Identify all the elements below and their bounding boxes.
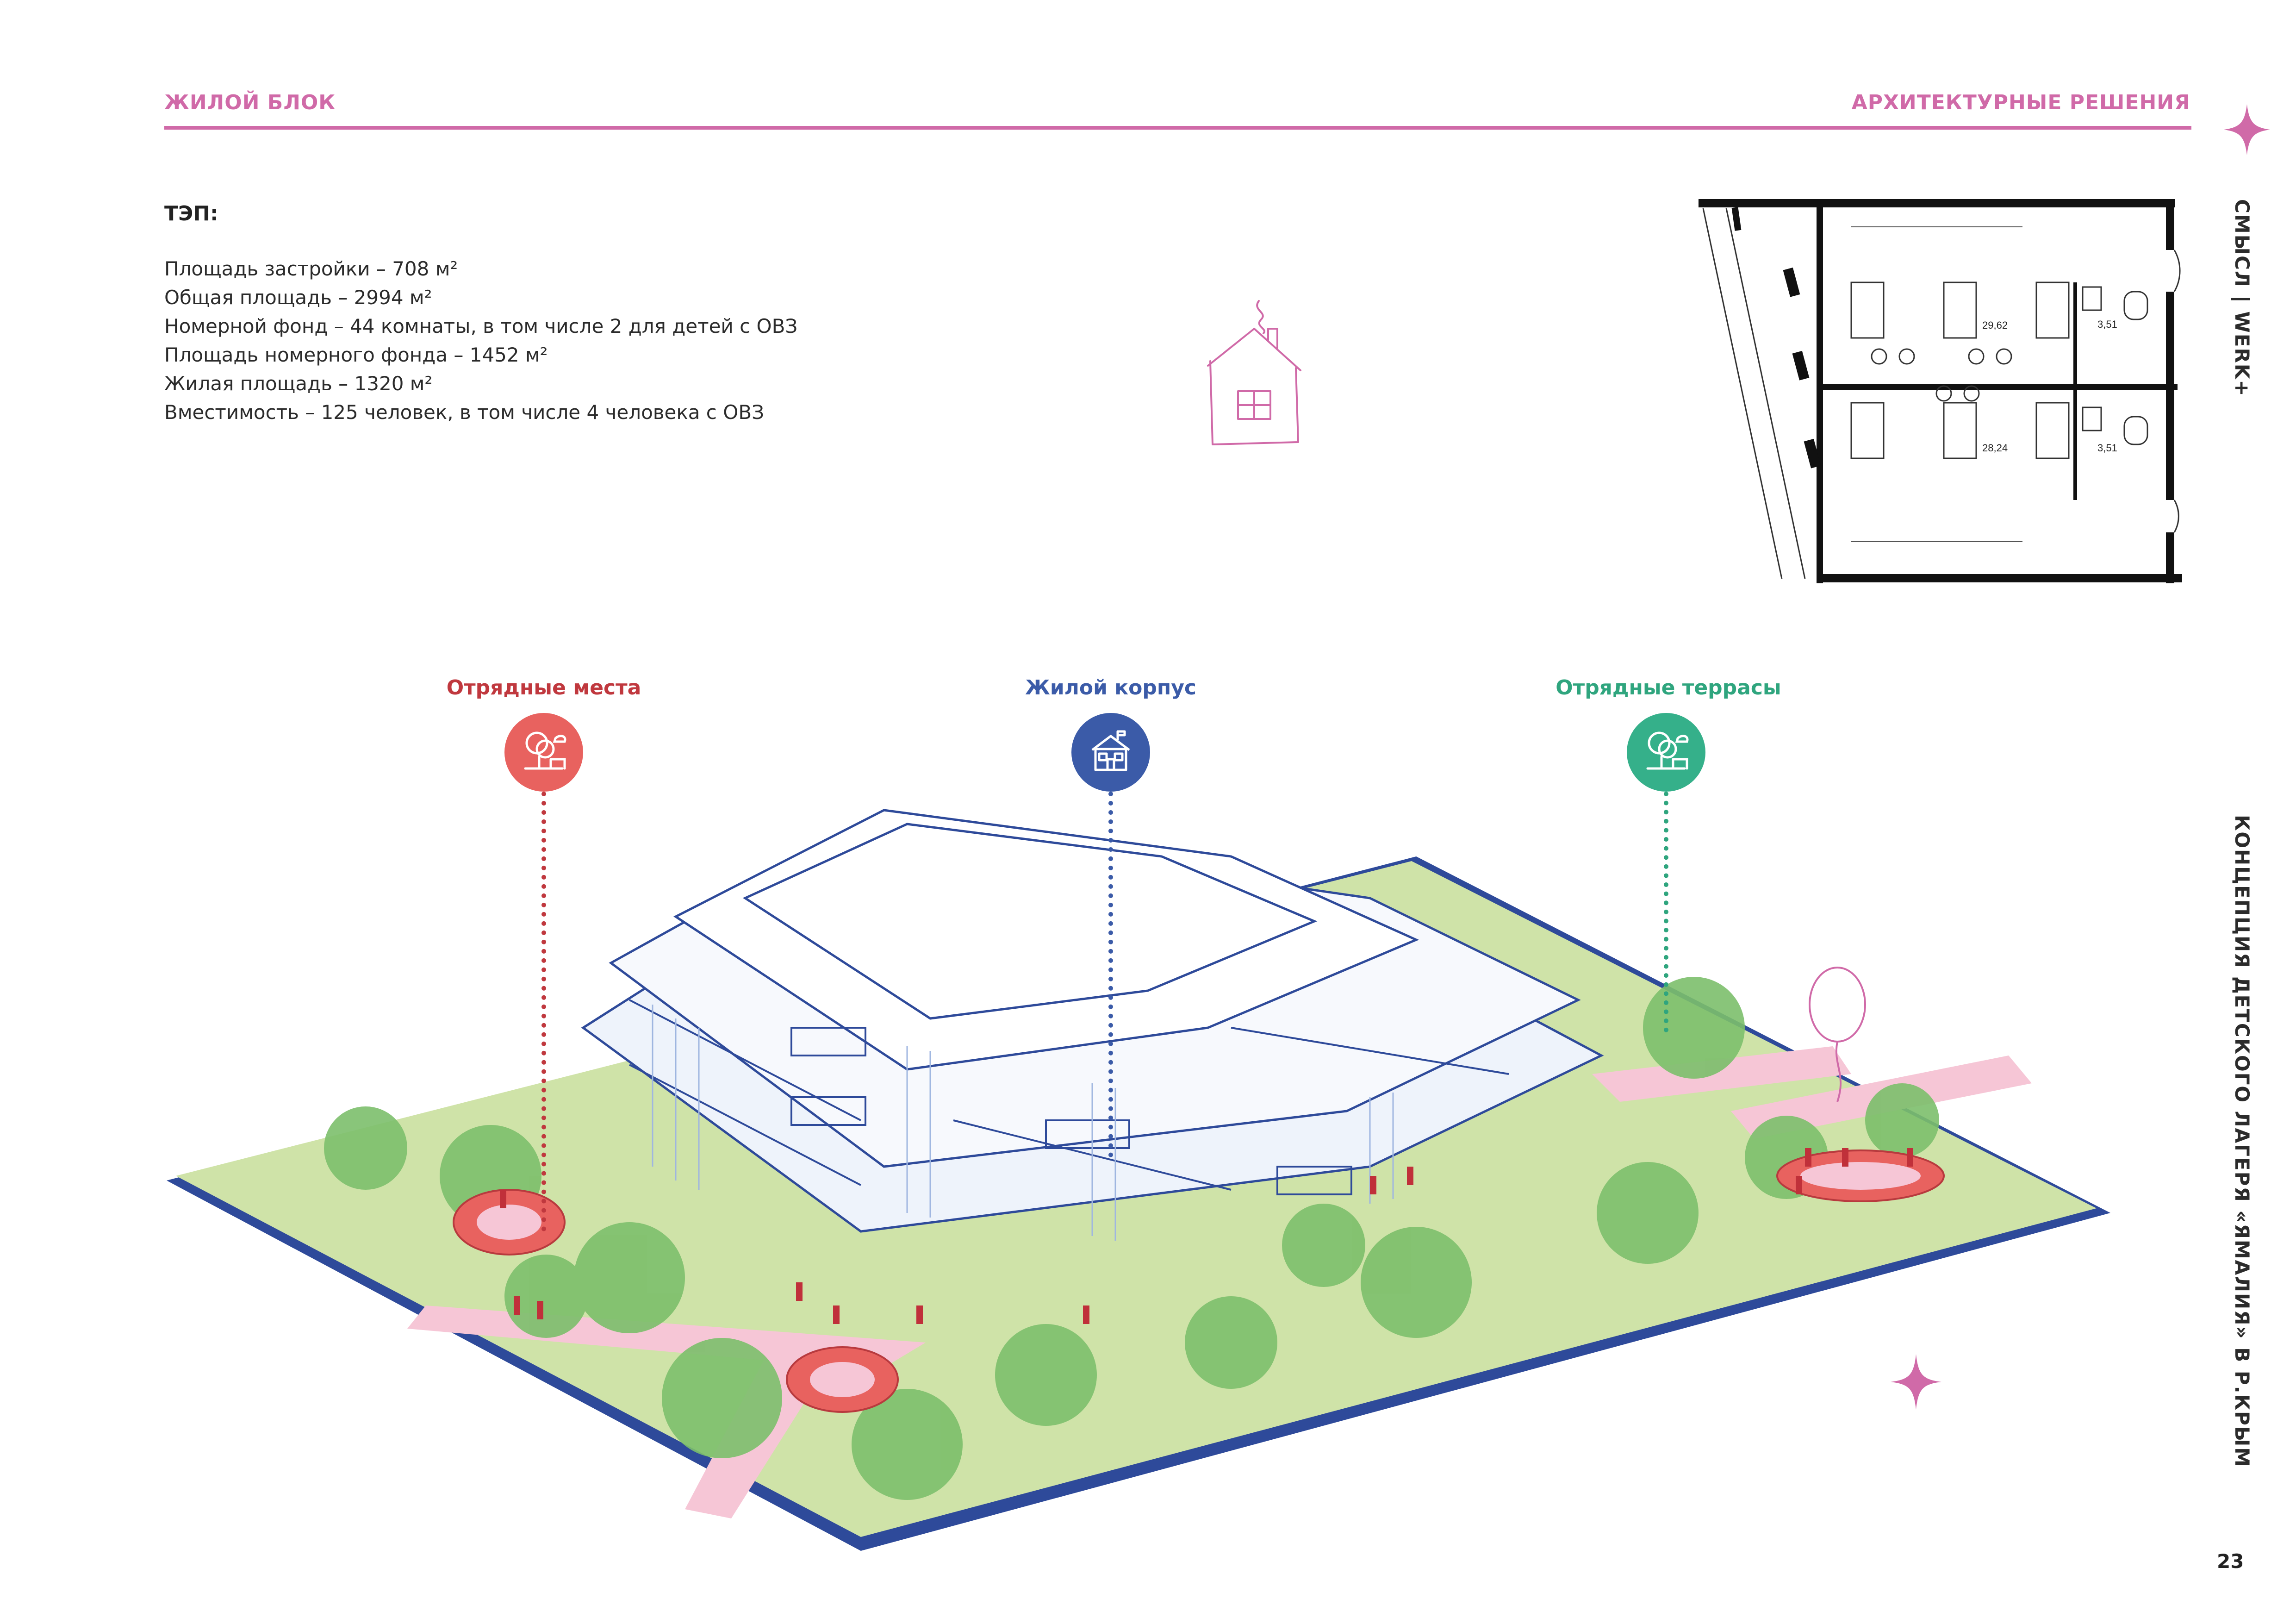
house-icon [1091,730,1130,771]
page-number: 23 [2217,1550,2244,1573]
callout-circle-residential [1071,713,1150,792]
bathroom-area-label: 3,51 [2097,442,2117,454]
sparkle-star-icon [2224,104,2270,155]
house-doodle-icon [1207,300,1301,445]
chapter-title: АРХИТЕКТУРНЫЕ РЕШЕНИЯ [1851,91,2190,114]
callout-circle-squad-places [504,713,583,792]
bathroom-area-label: 3,51 [2097,319,2117,330]
callout-circle-squad-terraces [1627,713,1705,792]
callout-label-squad-terraces: Отрядные террасы [1556,676,1781,700]
concept-vertical: КОНЦЕПЦИЯ ДЕТСКОГО ЛАГЕРЯ «ЯМАЛИЯ» В Р.К… [2231,815,2253,1468]
axonometric-illustration [167,809,2110,1551]
tep-line: Общая площадь – 2994 м² [164,286,432,309]
tep-title: ТЭП: [164,202,218,225]
floor-plan [1699,199,2182,583]
tep-line: Номерной фонд – 44 комнаты, в том числе … [164,315,798,337]
callout-leader-residential [1108,792,1113,1157]
park-tree-bench-icon [524,731,566,770]
callout-label-residential: Жилой корпус [1025,676,1197,700]
tep-line: Вместимость – 125 человек, в том числе 4… [164,401,765,424]
tep-line: Площадь номерного фонда – 1452 м² [164,344,548,366]
tep-line: Жилая площадь – 1320 м² [164,372,433,395]
callout-leader-squad-places [541,792,546,1231]
header-divider [164,126,2191,130]
callout-leader-squad-terraces [1664,792,1668,1032]
section-title: ЖИЛОЙ БЛОК [164,91,336,114]
tep-list: Площадь застройки – 708 м² Общая площадь… [164,255,797,427]
tep-line: Площадь застройки – 708 м² [164,257,458,280]
park-tree-bench-icon [1646,731,1689,770]
sparkle-star-icon [1891,1354,1941,1410]
callout-label-squad-places: Отрядные места [446,676,641,700]
brand-vertical: СМЫСЛ | WERK+ [2231,199,2253,397]
room-area-label: 28,24 [1982,442,2008,454]
room-area-label: 29,62 [1982,319,2008,331]
